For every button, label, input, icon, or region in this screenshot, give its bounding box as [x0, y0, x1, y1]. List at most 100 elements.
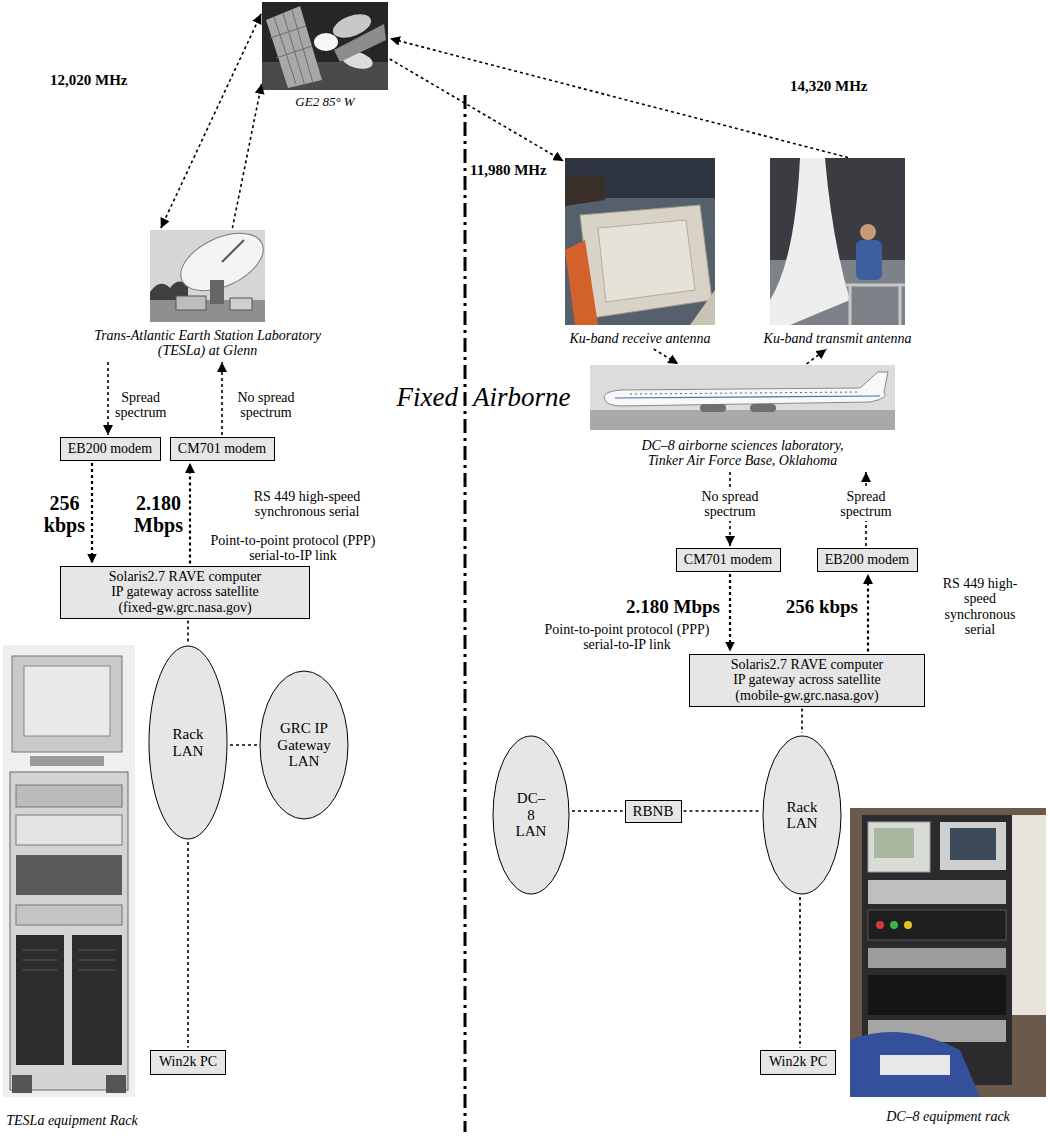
link-note: RS 449 high-speed synchronous serial: [232, 489, 382, 520]
signal-label: Spread spectrum: [840, 489, 891, 520]
text-group: Ku-band transmit antenna: [764, 331, 912, 346]
connector-group: [92, 14, 868, 1048]
dotted-connector: [684, 810, 761, 812]
text-group: Win2k PC: [769, 1054, 827, 1069]
rate-label: 256 kbps: [44, 492, 85, 536]
edge-label-box: No spread spectrum: [229, 390, 303, 421]
text-group: DC–8 LAN: [516, 790, 547, 840]
label-box: Airborne: [473, 383, 571, 413]
text-group: DC–8 airborne sciences laboratory, Tinke…: [625, 438, 860, 469]
dotted-connector: [189, 463, 191, 564]
text-group: GRC IP Gateway LAN: [277, 720, 330, 770]
node-label: Win2k PC: [769, 1054, 827, 1069]
label-box: RS 449 high-speed synchronous serial: [232, 489, 382, 520]
satellite-photo: [262, 2, 388, 90]
rate-label: 11,980 MHz: [470, 162, 547, 179]
edge-label-box: No spread spectrum: [691, 488, 769, 521]
edge-label-box: Spread spectrum: [838, 488, 893, 521]
text-group: TESLa equipment Rack: [6, 1113, 137, 1128]
signal-label: No spread spectrum: [693, 489, 767, 520]
dotted-connector: [654, 349, 679, 364]
edge-label-box: 2.180 Mbps: [626, 597, 720, 618]
gateway-box: Solaris2.7 RAVE computer IP gateway acro…: [689, 654, 925, 707]
dotted-connector: [107, 362, 109, 435]
fixed-rack-photo: [3, 645, 135, 1097]
edge-label-box: 14,320 MHz: [790, 78, 867, 95]
label-box: Point-to-point protocol (PPP) serial-to-…: [198, 533, 388, 564]
edge-label-box: 256 kbps: [786, 597, 858, 618]
label-box: RS 449 high-speed synchronous serial: [937, 576, 1023, 638]
text-group: EB200 modem: [68, 441, 152, 456]
node-label: RBNB: [633, 803, 674, 820]
link-note: RS 449 high-speed synchronous serial: [937, 576, 1023, 638]
dotted-connector: [187, 621, 189, 644]
airborne-rack-photo: [850, 808, 1046, 1097]
ellipse-shape: [493, 736, 569, 894]
edge-label-box: 2.180 Mbps: [134, 492, 183, 536]
dotted-connector: [230, 744, 257, 746]
photo-caption: Ku-band receive antenna: [570, 331, 711, 346]
text-group: DC–8 equipment rack: [886, 1109, 1010, 1124]
dotted-connector: [187, 842, 189, 1048]
node-label: EB200 modem: [68, 441, 152, 456]
label-box: Point-to-point protocol (PPP) serial-to-…: [532, 622, 722, 653]
earth-station-photo: [150, 222, 272, 322]
antenna-node: Ku-band transmit antenna: [761, 158, 915, 348]
text-group: Solaris2.7 RAVE computer IP gateway acro…: [104, 569, 266, 615]
pc-box: Win2k PC: [760, 1050, 836, 1075]
node-label: Rack LAN: [173, 726, 204, 759]
receive-antenna-photo: [565, 158, 715, 325]
node-label: Rack LAN: [787, 799, 818, 832]
text-group: Solaris2.7 RAVE computer IP gateway acro…: [726, 657, 888, 703]
side-heading: Airborne: [473, 383, 571, 413]
dotted-connector: [221, 362, 223, 435]
photo-caption: TESLa equipment Rack: [6, 1113, 137, 1128]
pc-box: Win2k PC: [150, 1050, 226, 1075]
text-group: Trans-Atlantic Earth Station Laboratory …: [83, 328, 333, 359]
photo-caption: Ku-band transmit antenna: [764, 331, 912, 346]
text-group: Rack LAN: [787, 799, 818, 832]
edge-label-box: 12,020 MHz: [50, 72, 127, 89]
node-label: CM701 modem: [684, 552, 772, 567]
dotted-connector: [799, 897, 801, 1048]
dotted-connector: [161, 14, 261, 228]
dotted-connector: [867, 574, 869, 652]
modem-box: EB200 modem: [817, 548, 918, 572]
text-group: Ku-band receive antenna: [570, 331, 711, 346]
ellipse-shape: [149, 646, 227, 839]
node-label: Solaris2.7 RAVE computer IP gateway acro…: [104, 569, 266, 615]
node-label: EB200 modem: [825, 552, 909, 567]
text-group: EB200 modem: [825, 552, 909, 567]
dotted-connector: [572, 810, 623, 812]
gateway-box: Solaris2.7 RAVE computer IP gateway acro…: [60, 566, 310, 619]
signal-label: Spread spectrum: [115, 390, 166, 421]
edge-label-box: 256 kbps: [44, 492, 85, 536]
link-note: Point-to-point protocol (PPP) serial-to-…: [532, 622, 722, 653]
dotted-connector: [390, 59, 564, 161]
fixed-airborne-divider: [464, 95, 467, 1132]
rate-label: 256 kbps: [786, 597, 858, 618]
photo-caption: GE2 85° W: [295, 95, 354, 109]
transmit-antenna-photo: [770, 158, 905, 325]
text-group: Win2k PC: [159, 1054, 217, 1069]
text-group: Rack LAN: [173, 726, 204, 759]
earth-station-node: Trans-Atlantic Earth Station Laboratory …: [80, 230, 336, 360]
server-box: RBNB: [625, 800, 682, 823]
side-heading: Fixed: [397, 383, 458, 413]
ellipse-shape: [763, 736, 841, 894]
dotted-connector: [232, 84, 261, 228]
text-group: CM701 modem: [178, 441, 266, 456]
photo-caption: DC–8 equipment rack: [886, 1109, 1010, 1124]
modem-box: EB200 modem: [60, 437, 161, 461]
node-label: GRC IP Gateway LAN: [277, 720, 330, 770]
rate-label: 2.180 Mbps: [134, 492, 183, 536]
rate-label: 14,320 MHz: [790, 78, 867, 95]
label-box: Fixed: [397, 383, 458, 413]
equipment-rack-node: DC–8 equipment rack: [850, 808, 1046, 1126]
modem-box: CM701 modem: [676, 548, 781, 572]
node-label: CM701 modem: [178, 441, 266, 456]
text-group: GE2 85° W: [295, 95, 354, 109]
antenna-node: Ku-band receive antenna: [565, 158, 715, 348]
equipment-rack-node: TESLa equipment Rack: [3, 645, 141, 1130]
